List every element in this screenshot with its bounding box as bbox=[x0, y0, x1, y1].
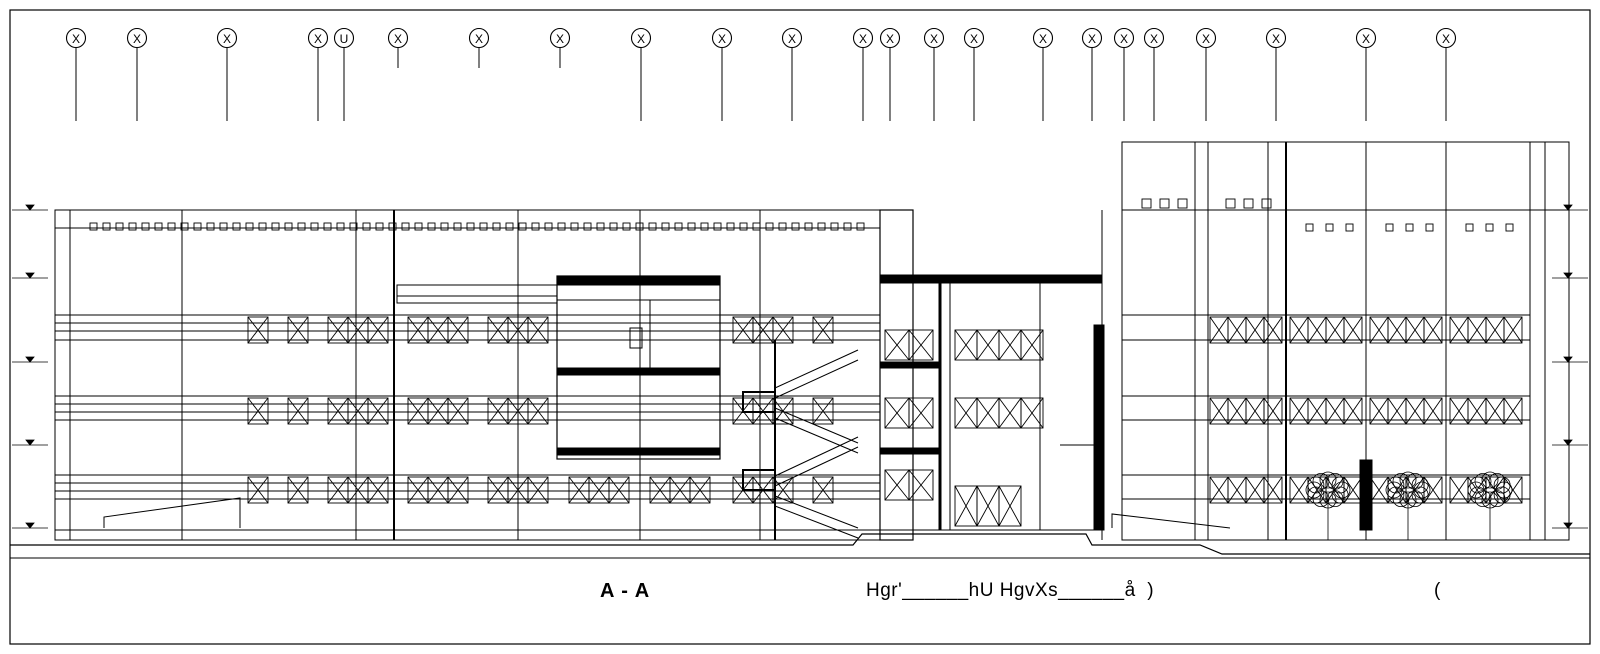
grid-axis-marker: X bbox=[1355, 27, 1377, 121]
section-title: A - A bbox=[600, 580, 651, 602]
grid-axis-label: X bbox=[1088, 32, 1096, 46]
grid-axis-label: X bbox=[556, 32, 564, 46]
grid-axis-marker: U bbox=[333, 27, 355, 121]
grid-axis-label: X bbox=[1272, 32, 1280, 46]
grid-axis-label: X bbox=[970, 32, 978, 46]
grid-axis-marker: X bbox=[711, 27, 733, 121]
grid-axis-label: X bbox=[223, 32, 231, 46]
grid-axis-marker: X bbox=[216, 27, 238, 121]
grid-axis-marker: X bbox=[1113, 27, 1135, 121]
grid-axis-marker: X bbox=[468, 27, 490, 68]
grid-axis-label: X bbox=[314, 32, 322, 46]
grid-axis-marker: X bbox=[879, 27, 901, 121]
grid-axis-marker: X bbox=[1265, 27, 1287, 121]
right-wing-elevation bbox=[1111, 141, 1570, 541]
grid-axis-marker: X bbox=[65, 27, 87, 121]
grid-axis-marker: X bbox=[1081, 27, 1103, 121]
grid-axis-label: X bbox=[1442, 32, 1450, 46]
grid-axis-label: X bbox=[1120, 32, 1128, 46]
grid-axis-marker: X bbox=[1032, 27, 1054, 121]
grid-axis-label: X bbox=[788, 32, 796, 46]
grid-axis-marker: X bbox=[630, 27, 652, 121]
sectioned-room-block bbox=[396, 275, 721, 460]
grid-axis-marker: X bbox=[387, 27, 409, 68]
tree bbox=[1467, 471, 1513, 540]
grid-axis-label: X bbox=[1039, 32, 1047, 46]
central-core-section bbox=[879, 209, 1105, 541]
grid-axis-marker: X bbox=[1195, 27, 1217, 121]
grid-axis-label: X bbox=[1150, 32, 1158, 46]
level-markers bbox=[12, 204, 1588, 529]
grid-axis-label: X bbox=[859, 32, 867, 46]
grid-axis-label: X bbox=[1202, 32, 1210, 46]
grid-axis-label: X bbox=[637, 32, 645, 46]
tree bbox=[1385, 471, 1431, 540]
ground-section bbox=[10, 533, 1590, 559]
grid-axis-marker: X bbox=[781, 27, 803, 121]
grid-axis-marker: X bbox=[549, 27, 571, 68]
grid-axis-marker: X bbox=[923, 27, 945, 121]
staircase-section bbox=[742, 349, 859, 539]
facade-windows bbox=[247, 316, 1523, 527]
grid-axis-marker: X bbox=[852, 27, 874, 121]
drawing-border bbox=[9, 9, 1591, 645]
grid-axis-marker: X bbox=[1435, 27, 1457, 121]
section-subtitle: Hgr'______hU HgvXs______å ) bbox=[866, 580, 1155, 601]
grid-axis-label: X bbox=[133, 32, 141, 46]
grid-axis-label: X bbox=[886, 32, 894, 46]
tree bbox=[1305, 471, 1351, 540]
grid-axis-marker: X bbox=[1143, 27, 1165, 121]
grid-axis-label: U bbox=[340, 32, 349, 46]
grid-axis-label: X bbox=[718, 32, 726, 46]
grid-axis-marker: X bbox=[126, 27, 148, 121]
trailing-mark: ( bbox=[1434, 580, 1441, 601]
grid-axis-label: X bbox=[394, 32, 402, 46]
grid-axis-label: X bbox=[72, 32, 80, 46]
grid-axis-marker: X bbox=[307, 27, 329, 121]
grid-axis-label: X bbox=[475, 32, 483, 46]
grid-axis-label: X bbox=[1362, 32, 1370, 46]
landscape-trees bbox=[1305, 471, 1513, 540]
clerestory-windows bbox=[89, 198, 1514, 232]
grid-axis-marker: X bbox=[963, 27, 985, 121]
grid-axis-label: X bbox=[930, 32, 938, 46]
